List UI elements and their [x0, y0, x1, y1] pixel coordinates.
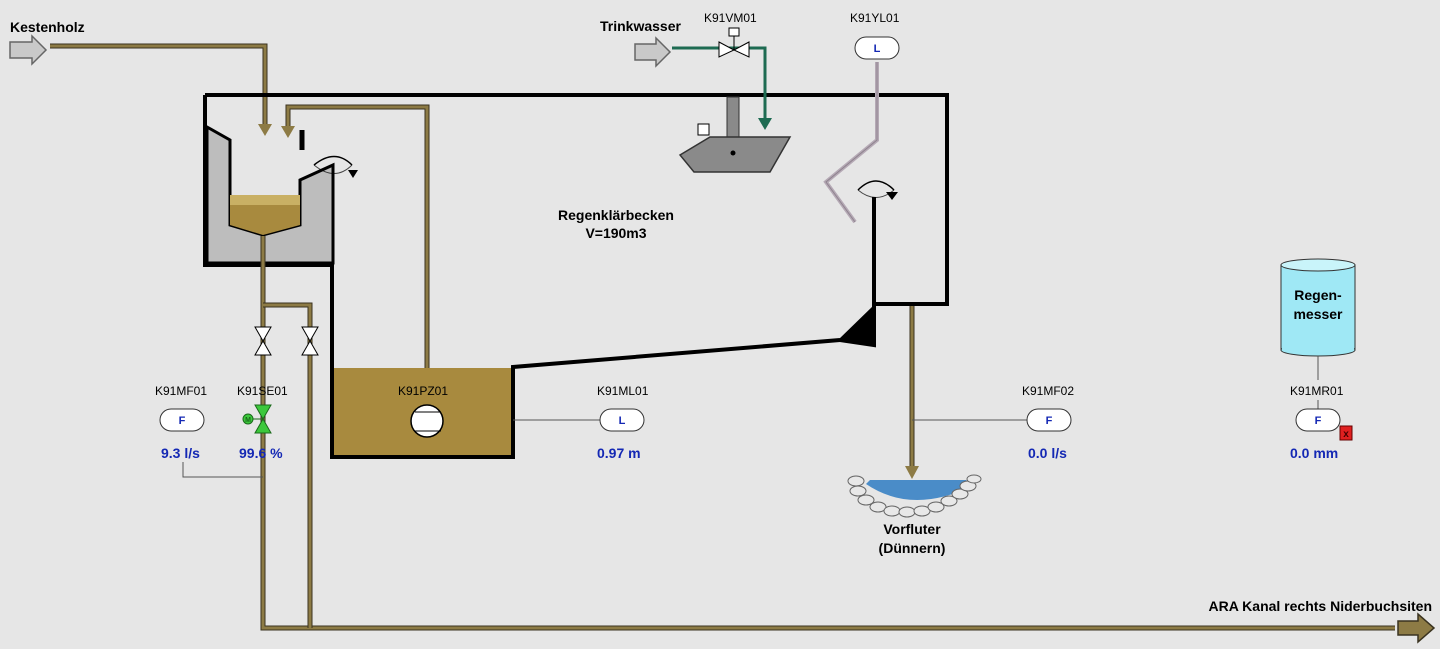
inlet-stream-arrow-icon: [9, 34, 48, 66]
rain-gauge-icon: [1280, 258, 1356, 357]
rain-sensor-mr01[interactable]: F: [1295, 408, 1341, 432]
recirculation-pipe: [281, 104, 430, 380]
basin-walls: [203, 93, 949, 459]
basin-name: Regenklärbecken: [558, 207, 674, 223]
rain-gauge-line1: Regen-: [1294, 287, 1342, 303]
mf02-tag: K91MF02: [1022, 384, 1074, 398]
discharge-pipes: [260, 236, 1395, 631]
mf01-value: 9.3 l/s: [161, 445, 200, 461]
mf01-badge: F: [179, 415, 186, 427]
water-stream-arrow-icon: [634, 36, 672, 68]
se01-value: 99.6 %: [239, 445, 283, 461]
yl01-tag: K91YL01: [850, 11, 900, 25]
inlet-label: Kestenholz: [10, 19, 85, 35]
flushing-device: [678, 96, 792, 173]
ml01-tag: K91ML01: [597, 384, 649, 398]
valve-vm01[interactable]: [718, 27, 750, 58]
mf02-badge: F: [1046, 415, 1053, 427]
outlet-label: ARA Kanal rechts Niderbuchsiten: [1208, 598, 1432, 614]
svg-text:M: M: [245, 417, 251, 424]
fault-mark: x: [1343, 429, 1349, 440]
manual-valve-left[interactable]: [254, 326, 272, 356]
vm01-tag: K91VM01: [704, 11, 757, 25]
se01-tag: K91SE01: [237, 384, 288, 398]
flow-sensor-mf01[interactable]: F: [159, 408, 205, 432]
mr01-tag: K91MR01: [1290, 384, 1344, 398]
overflow-pipe: [905, 306, 919, 479]
basin-volume: V=190m3: [585, 225, 646, 241]
level-sensor-ml01[interactable]: L: [599, 408, 645, 432]
overflow-gate: [823, 62, 879, 224]
inlet-pipe: [50, 43, 272, 136]
mr01-badge: F: [1315, 415, 1322, 427]
control-valve-se01[interactable]: M: [242, 404, 272, 434]
level-sensor-yl01[interactable]: L: [854, 36, 900, 60]
mf01-signal-line: [182, 462, 263, 478]
inlet-arrow-head: [258, 124, 272, 136]
river-subname: (Dünnern): [879, 540, 946, 556]
water-label: Trinkwasser: [600, 18, 681, 34]
water-arrow-head: [758, 118, 772, 130]
pump-K91PZ01[interactable]: [410, 404, 444, 438]
flow-sensor-mf02[interactable]: F: [1026, 408, 1072, 432]
inlet-chamber: [205, 124, 335, 265]
pump-tag: K91PZ01: [398, 384, 448, 398]
square-indicator-icon: [697, 123, 710, 136]
ml01-value: 0.97 m: [597, 445, 641, 461]
mf01-tag: K91MF01: [155, 384, 207, 398]
outlet-stream-arrow-icon: [1397, 612, 1436, 644]
ml01-badge: L: [619, 415, 626, 427]
rotation-arrow-icon: [313, 155, 358, 178]
mf02-value: 0.0 l/s: [1028, 445, 1067, 461]
mr01-value: 0.0 mm: [1290, 445, 1338, 461]
rain-gauge-line2: messer: [1293, 306, 1343, 322]
water-pipe: [672, 46, 767, 122]
fault-indicator-icon[interactable]: x: [1339, 425, 1353, 441]
manual-valve-right[interactable]: [301, 326, 319, 356]
river-name: Vorfluter: [883, 521, 941, 537]
gate-rotation-arrow-icon: [857, 180, 898, 200]
river-icon: [847, 474, 982, 518]
yl01-badge: L: [874, 43, 881, 55]
